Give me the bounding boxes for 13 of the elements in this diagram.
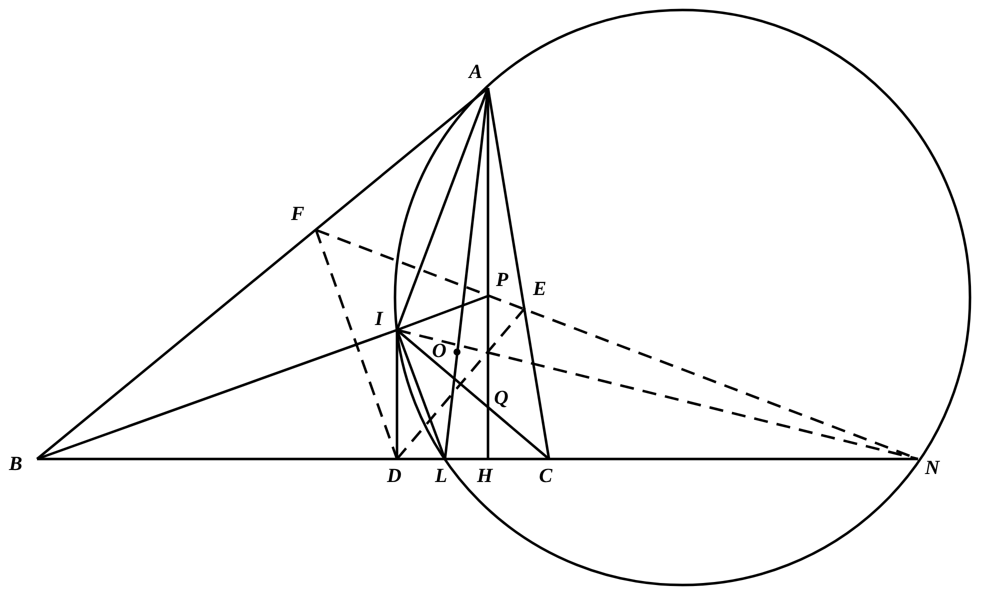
point-label: Q [494, 388, 508, 408]
point-label: E [533, 279, 546, 299]
point-label: L [435, 466, 448, 486]
point-label: O [432, 341, 446, 361]
point-label: D [387, 466, 402, 486]
point-label: C [539, 466, 552, 486]
point-label: P [496, 270, 508, 290]
point-label: A [469, 62, 482, 82]
point-label: N [925, 458, 940, 478]
point-label: B [9, 454, 22, 474]
point-label: F [291, 204, 304, 224]
point-label: H [477, 466, 493, 486]
point-label: I [375, 309, 383, 329]
